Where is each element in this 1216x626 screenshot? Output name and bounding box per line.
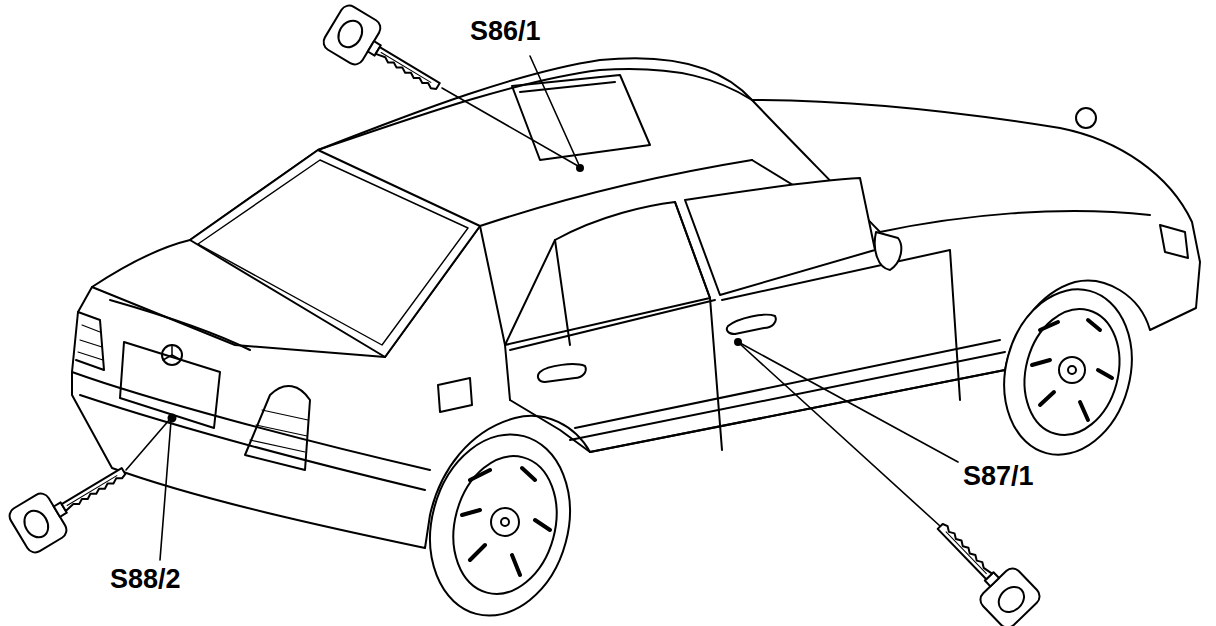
- part-label: S86/1: [470, 18, 541, 45]
- part-label: S88/2: [110, 566, 181, 593]
- part-label: S87/1: [963, 463, 1034, 490]
